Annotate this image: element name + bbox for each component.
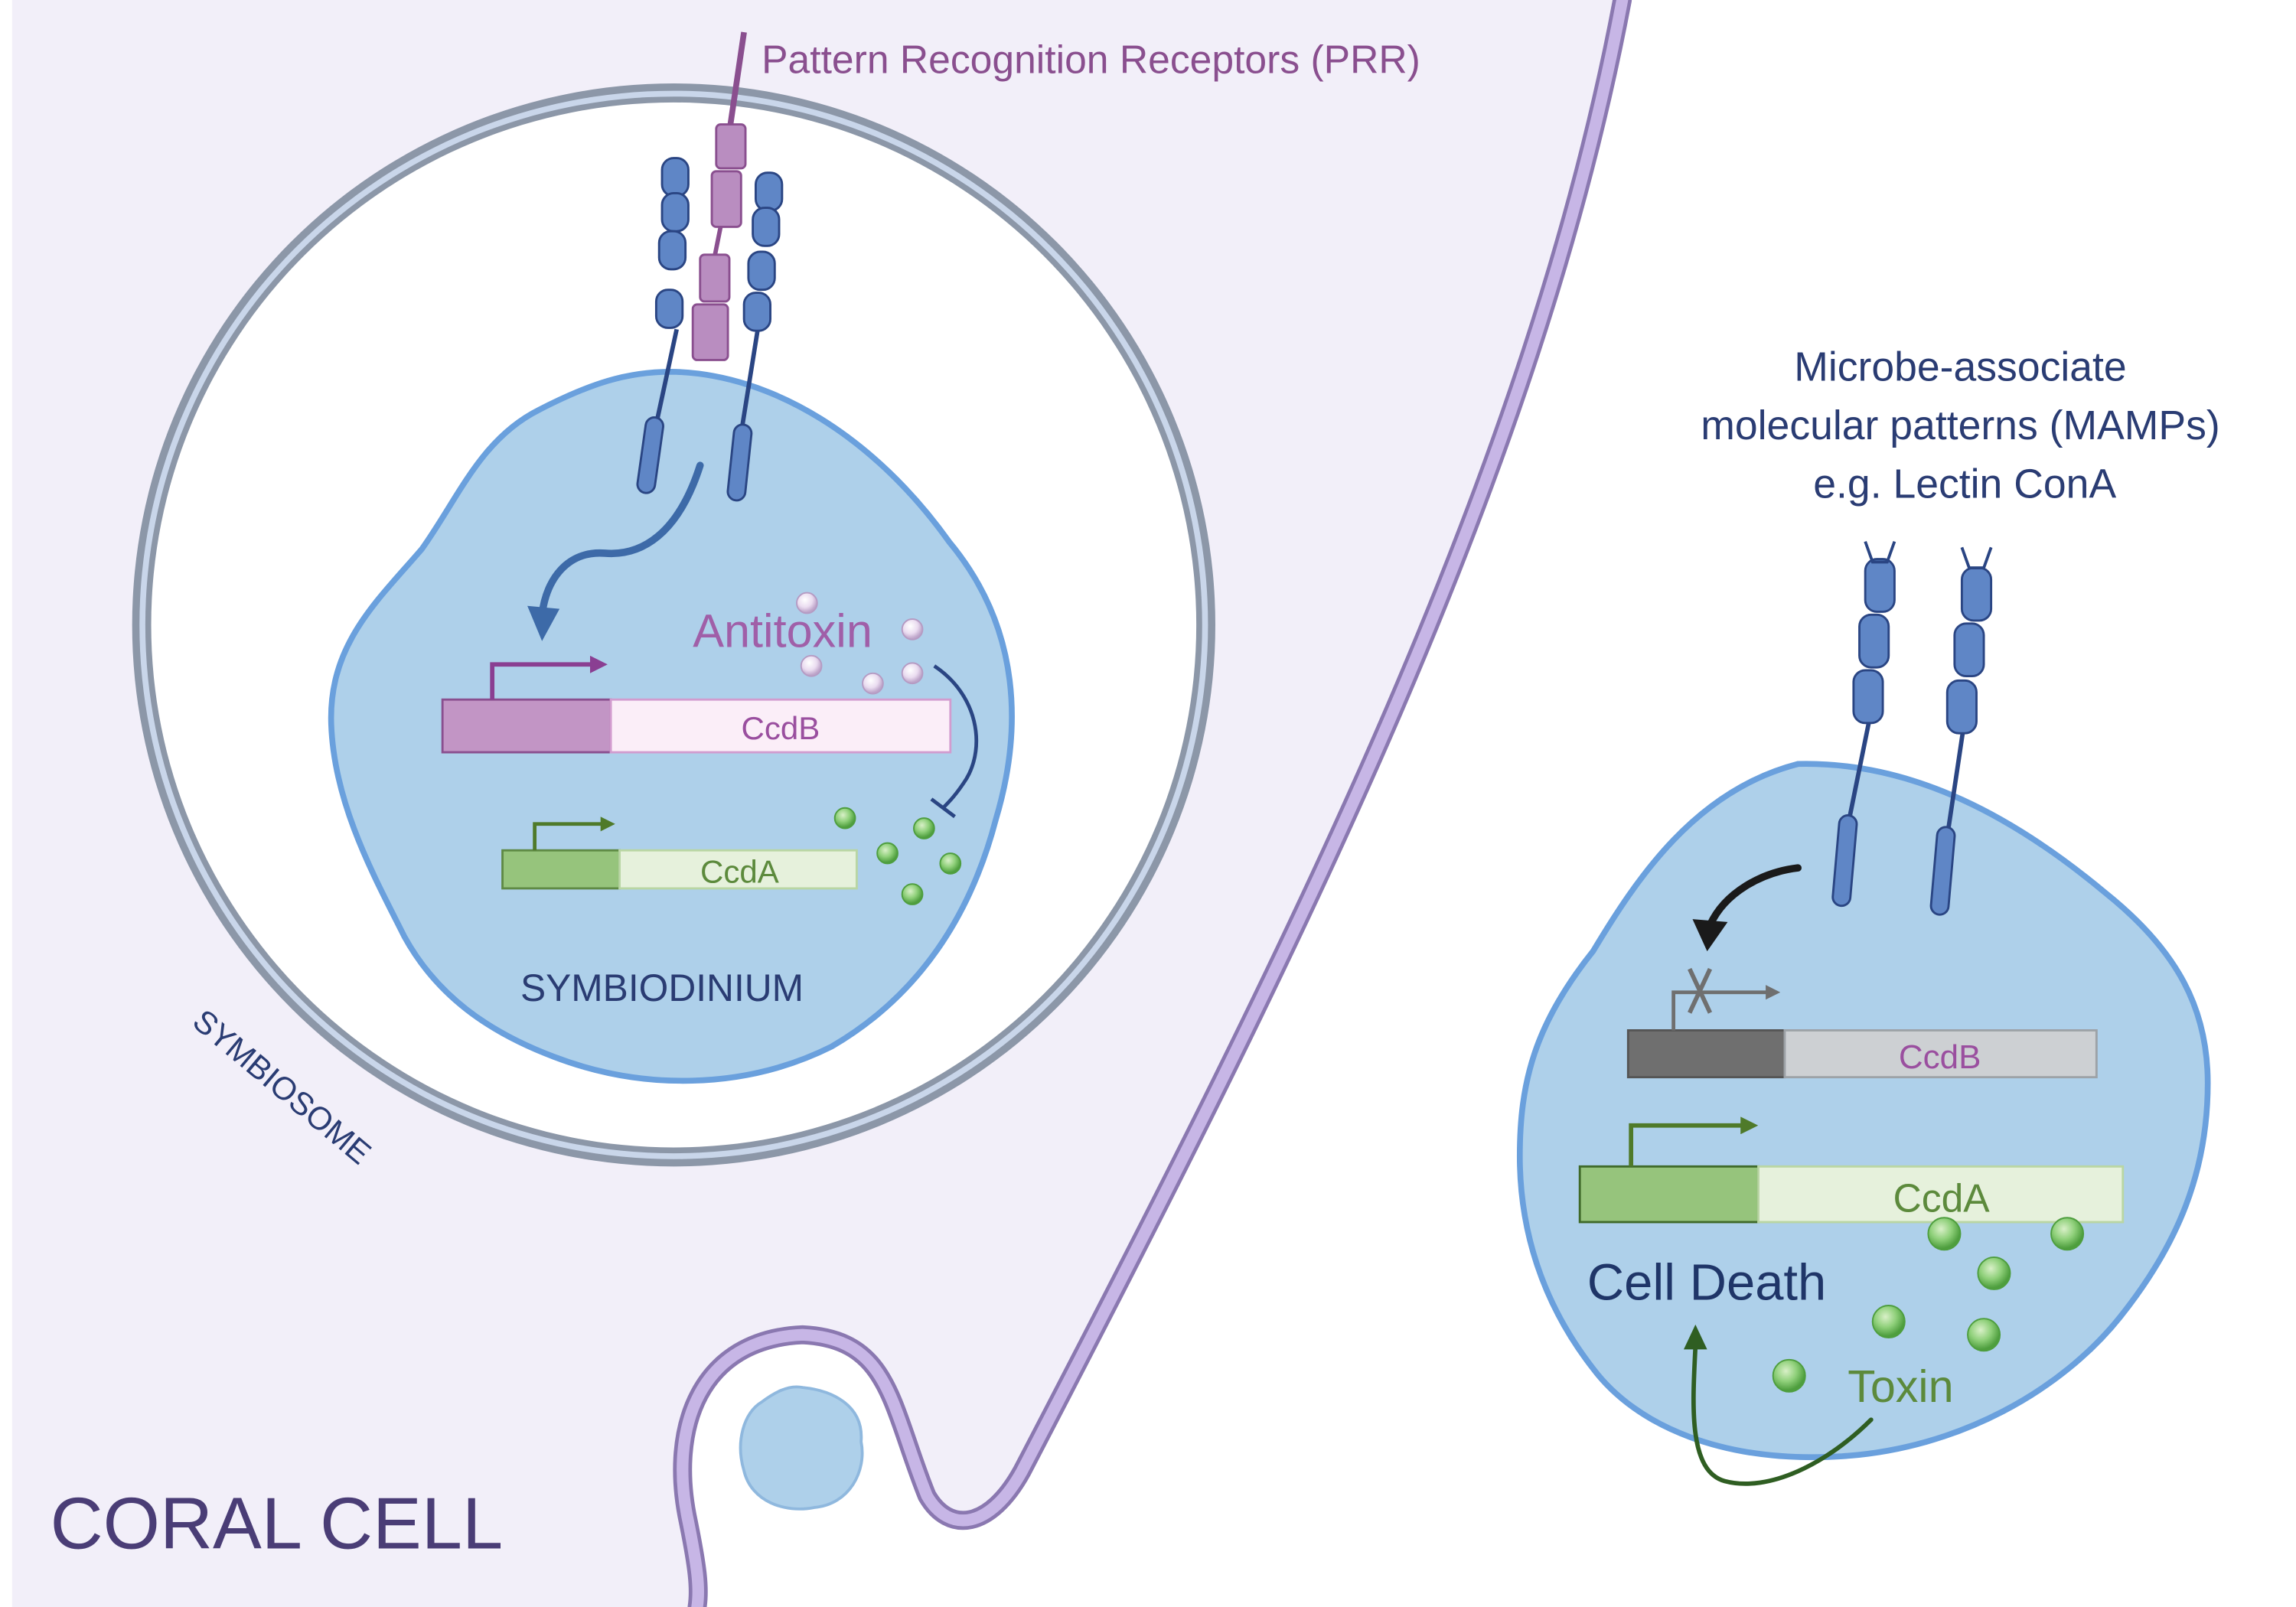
left-ccda-label: CcdA	[700, 853, 779, 889]
right-ccdb-gene	[1626, 967, 2098, 1079]
right-ccdb-label: CcdB	[1899, 1038, 1981, 1076]
left-ccdb-label: CcdB	[742, 710, 820, 746]
right-symbiodinium-cell	[1516, 761, 2211, 1461]
mamps-label-line1: Microbe-associate	[1794, 344, 2127, 390]
left-receptor-pair	[636, 157, 784, 502]
prr-receptor	[691, 31, 747, 361]
symbiodinium-label: SYMBIODINIUM	[520, 966, 804, 1009]
left-ccda-gene	[501, 817, 858, 890]
cell-death-label: Cell Death	[1587, 1253, 1826, 1311]
antitoxin-label: Antitoxin	[693, 605, 872, 657]
signal-arrow-left	[538, 461, 704, 619]
inhibition-line	[933, 664, 979, 810]
prr-label: Pattern Recognition Receptors (PRR)	[762, 37, 1420, 82]
right-toxin-beads	[1772, 1217, 2085, 1393]
mamps-label-line2: molecular patterns (MAMPs)	[1701, 403, 2219, 448]
mamps-label-line3: e.g. Lectin ConA	[1813, 461, 2116, 507]
left-toxin-beads	[833, 807, 962, 905]
left-ccdb-gene	[441, 655, 952, 754]
signal-arrow-right	[1706, 864, 1802, 929]
right-ccda-label: CcdA	[1893, 1176, 1990, 1221]
coral-cell-label: CORAL CELL	[51, 1482, 504, 1564]
antitoxin-beads	[796, 592, 924, 695]
engulfed-vesicle	[739, 1385, 864, 1511]
right-ccda-gene	[1578, 1116, 2125, 1224]
right-receptor-pair	[1831, 541, 1993, 916]
toxin-label: Toxin	[1848, 1361, 1953, 1412]
cell-death-arrow	[1691, 1344, 1874, 1486]
